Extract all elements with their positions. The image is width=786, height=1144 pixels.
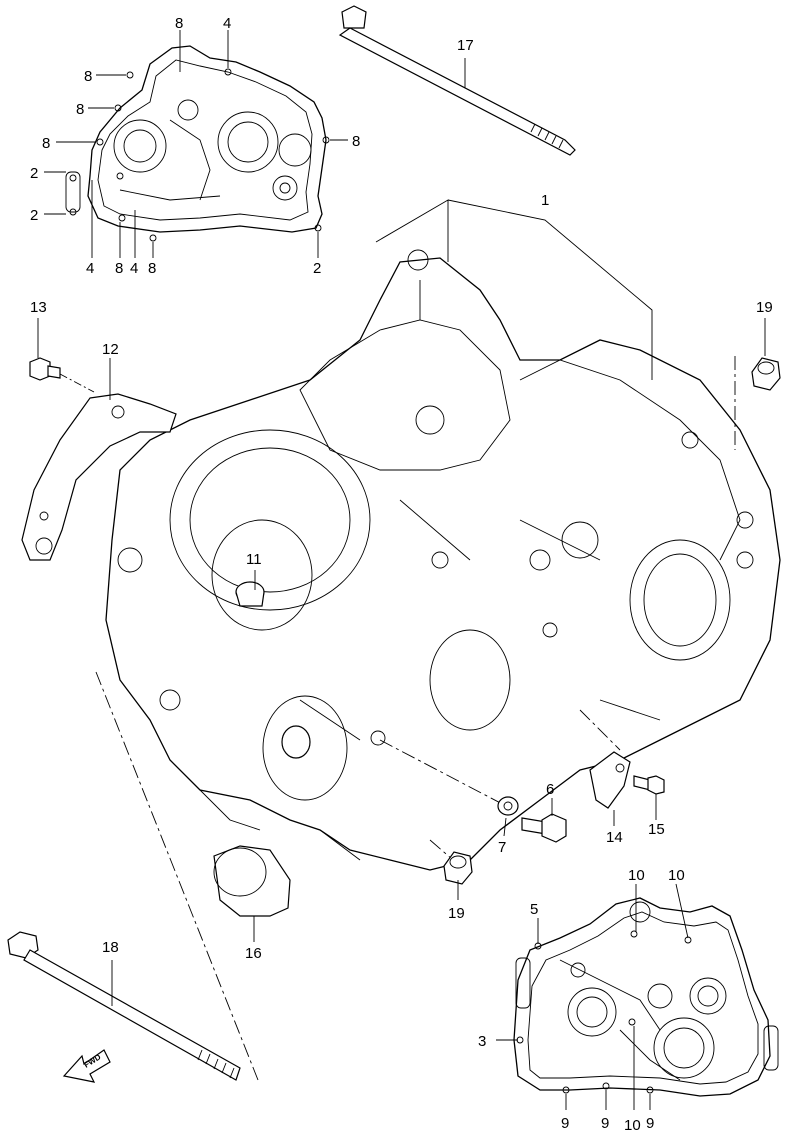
part-11-dowel [235,570,265,607]
top-left-crankcase-half [44,30,348,258]
label-19: 19 [756,299,773,316]
label-7: 7 [498,839,506,856]
label-8: 8 [352,133,360,150]
part-19-nut-lower [443,851,473,900]
label-13: 13 [30,299,47,316]
label-11: 11 [246,551,262,568]
label-19: 19 [448,905,465,922]
part-15-screw [633,775,665,820]
part-6-drain-plug [521,798,567,843]
label-9: 9 [646,1115,654,1132]
part-16-cap [213,845,291,942]
label-9: 9 [561,1115,569,1132]
label-2: 2 [30,207,38,224]
part-12-bracket [21,358,177,561]
part-17-bolt [338,5,576,156]
label-18: 18 [102,939,119,956]
label-10: 10 [628,867,645,884]
label-10: 10 [624,1117,641,1134]
label-16: 16 [245,945,262,962]
label-12: 12 [102,341,119,358]
label-8: 8 [115,260,123,277]
label-1: 1 [541,192,549,209]
label-8: 8 [76,101,84,118]
bottom-right-crankcase-half [496,883,779,1110]
label-6: 6 [546,781,554,798]
label-9: 9 [601,1115,609,1132]
label-14: 14 [606,829,623,846]
label-8: 8 [175,15,183,32]
label-4: 4 [223,15,231,32]
part-14-plate [589,751,631,826]
label-3: 3 [478,1033,486,1050]
label-15: 15 [648,821,665,838]
part-13-bolt [29,318,95,393]
part-19-nut-upper [751,318,781,391]
part-7-washer [497,796,519,837]
part-18-bolt [7,931,241,1081]
label-2: 2 [313,260,321,277]
fwd-arrow-icon: FWD [62,1049,111,1083]
label-4: 4 [130,260,138,277]
label-4: 4 [86,260,94,277]
label-8: 8 [84,68,92,85]
label-5: 5 [530,901,538,918]
part-1-crankcase [95,199,781,1081]
label-2: 2 [30,165,38,182]
label-8: 8 [148,260,156,277]
label-10: 10 [668,867,685,884]
label-17: 17 [457,37,474,54]
part-labels: 8 4 8 8 8 8 2 2 4 8 4 8 2 17 1 13 12 19 … [30,15,773,1134]
label-8: 8 [42,135,50,152]
